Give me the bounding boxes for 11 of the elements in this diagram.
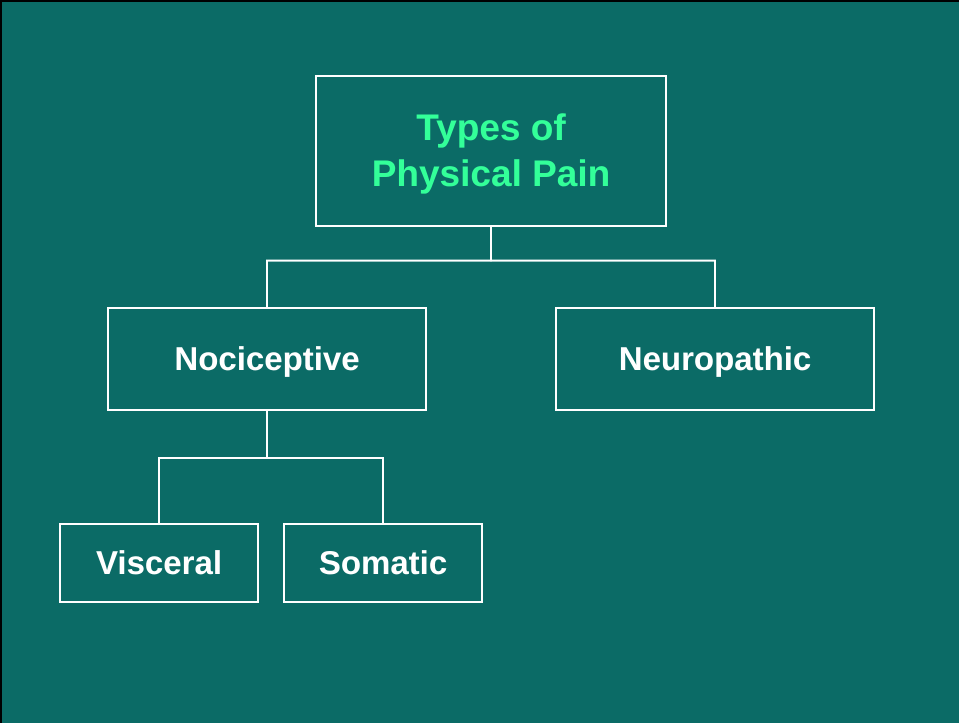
diagram-heading: Types of Physical Pain <box>370 106 612 196</box>
box-label: Neuropathic <box>618 339 812 380</box>
category-box <box>315 75 667 227</box>
category-box <box>555 307 875 411</box>
category-box <box>107 307 427 411</box>
connector-line <box>490 227 716 307</box>
category-box <box>59 523 259 603</box>
box-label: Somatic <box>318 543 448 584</box>
category-box <box>283 523 483 603</box>
box-label: Nociceptive <box>174 339 360 380</box>
box-label: Visceral <box>96 543 222 584</box>
